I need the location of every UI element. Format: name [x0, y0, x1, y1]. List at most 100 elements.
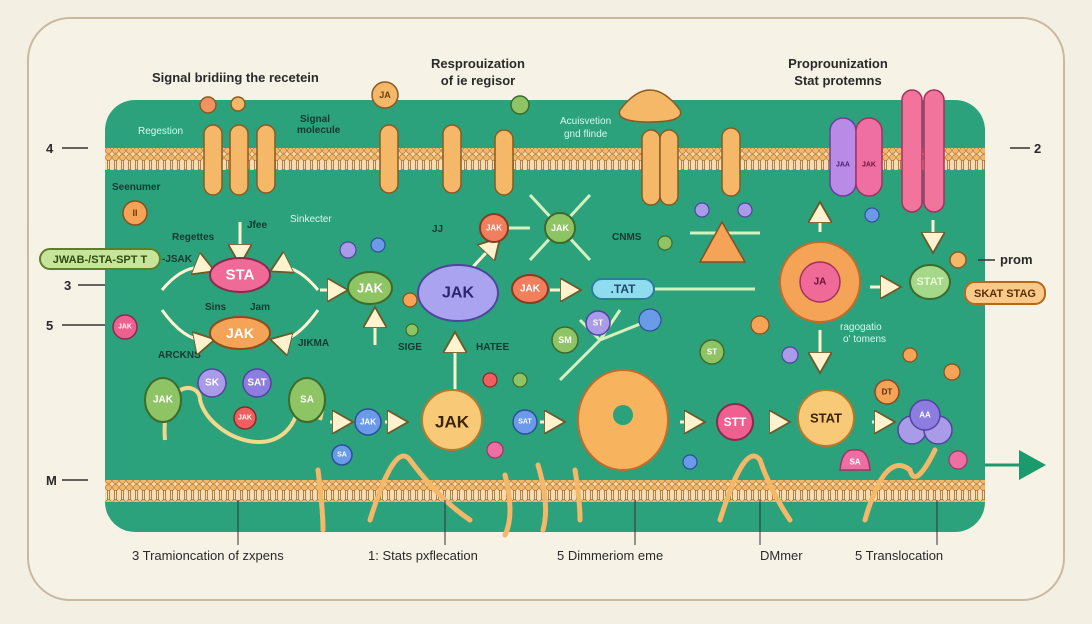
- node-label: SK: [205, 378, 220, 389]
- label-jikma: JIKMA: [298, 338, 329, 349]
- label-regestion: Regestion: [138, 126, 183, 137]
- title-proprounization-2: Stat protemns: [794, 73, 881, 88]
- node-st2: ST: [699, 339, 725, 365]
- label-jfee: Jfee: [247, 220, 267, 231]
- node-label: STAT: [916, 276, 943, 288]
- bottom-label-dmmer: DMmer: [760, 548, 803, 563]
- title-resprouization-2: of ie regisor: [441, 73, 515, 88]
- node-label: JAK: [238, 415, 252, 422]
- node-stat-green: STAT: [909, 264, 951, 300]
- node-label: II: [132, 208, 137, 218]
- marker-5: 5: [46, 318, 53, 333]
- node-jak-blue: JAK: [354, 408, 382, 436]
- node-label: STAT: [810, 411, 842, 426]
- marker-4: 4: [46, 141, 54, 156]
- node-label: AA: [919, 411, 931, 420]
- node-jak-big: JAK: [417, 264, 499, 322]
- node-jak-left: JAK: [209, 316, 271, 350]
- node-sta: STA: [209, 257, 271, 293]
- title-resprouization-1: Resprouization: [431, 56, 525, 71]
- cell-body: [105, 100, 985, 532]
- node-label: STA: [226, 267, 255, 284]
- node-sa-blue: SA: [331, 444, 353, 466]
- node-label: JAK: [435, 413, 470, 432]
- node-aa: AA: [897, 399, 953, 445]
- node-sat: SAT: [242, 368, 272, 398]
- node-label: JAK: [357, 281, 384, 296]
- node-label: SA: [300, 395, 314, 406]
- label-sinkecter: Sinkecter: [290, 214, 332, 225]
- label-arckns: ARCKNS: [158, 350, 201, 361]
- ring-hole: [613, 405, 633, 425]
- node-label: DT: [882, 388, 893, 397]
- node-sat-blue: SAT: [512, 409, 538, 435]
- node-label: ST: [593, 319, 603, 328]
- pill-jwab-sta-label: JWAB-/STA-SPT T: [53, 254, 148, 266]
- bottom-label-stats-pxflecation: 1: Stats pxflecation: [368, 548, 478, 563]
- node-jak-red: JAK: [233, 406, 257, 430]
- pathway-arrows: [160, 205, 933, 422]
- label-activation-2: gnd flinde: [564, 129, 608, 140]
- node-label: ST: [707, 348, 717, 357]
- node-jak-x: JAK: [544, 212, 576, 244]
- node-jak-green2: JAK: [144, 377, 182, 423]
- signal-molecule-icon: [230, 96, 246, 112]
- node-sm: SM: [551, 326, 579, 354]
- title-proprounization-1: Proprounization: [788, 56, 888, 71]
- receptor-pink: [855, 117, 883, 197]
- node-label: JAK: [226, 325, 254, 341]
- triangle-complex-icon: [698, 220, 747, 263]
- node-label: JAK: [520, 284, 541, 295]
- node-sk: SK: [197, 368, 227, 398]
- label-sige: SIGE: [398, 342, 422, 353]
- pill-skat-stag: [964, 281, 1046, 305]
- membrane-receptors: [203, 89, 741, 206]
- node-jak-pink: JAK: [112, 314, 138, 340]
- label-molecule: molecule: [297, 125, 341, 136]
- node-stat: STAT: [797, 389, 855, 447]
- molecule-icon: [949, 251, 967, 269]
- node-label: STT: [724, 415, 747, 429]
- marker-m: M: [46, 473, 57, 488]
- marker-3: 3: [64, 278, 71, 293]
- receptor-pink-tall: [923, 89, 945, 213]
- node-jak-small: JAK: [479, 213, 509, 243]
- node-label: SAT: [518, 419, 532, 426]
- node-label: JAK: [153, 395, 174, 406]
- ja-ligand-icon: [371, 81, 399, 109]
- node-ii: II: [122, 200, 148, 226]
- node-label: JAK: [486, 224, 502, 233]
- bottom-label-dimmeriom: 5 Dimmeriom eme: [557, 548, 663, 563]
- node-st1: ST: [585, 310, 611, 336]
- label-activation: Acuisvetion: [560, 116, 611, 127]
- ja-ligand-label: JA: [379, 90, 391, 100]
- signal-molecule-icon: [199, 96, 217, 114]
- node-label: SAT: [247, 378, 266, 389]
- node-label: JAK: [360, 418, 376, 427]
- bottom-label-translocation: 5 Translocation: [855, 548, 943, 563]
- label-cnms: CNMS: [612, 232, 642, 243]
- inner-labels: Regestion Signal molecule Acuisvetion gn…: [112, 114, 1033, 361]
- label-seenumer: Seenumer: [112, 182, 160, 193]
- ligand-green-icon: [510, 95, 530, 115]
- node-jak-yellow: JAK: [421, 389, 483, 451]
- receptor-label: JAA: [836, 162, 850, 169]
- protein-strands: [315, 447, 938, 538]
- node-label: SA: [337, 452, 347, 459]
- node-sa-pink: SA: [839, 449, 871, 471]
- label-prom: prom: [1000, 252, 1033, 267]
- node-label: JAK: [442, 285, 474, 302]
- node-tat: .TAT: [591, 278, 655, 300]
- pill-skat-stag-label: SKAT STAG: [974, 288, 1036, 300]
- label-tomens: o' tomens: [843, 334, 886, 345]
- node-stt: STT: [716, 403, 754, 441]
- side-markers: [62, 147, 1030, 481]
- label-regettes: Regettes: [172, 232, 215, 243]
- label-signal: Signal: [300, 114, 330, 125]
- node-label: .TAT: [611, 282, 637, 296]
- node-jak-orange: JAK: [511, 274, 549, 304]
- label-jam: Jam: [250, 302, 270, 313]
- node-label: JAK: [118, 324, 132, 331]
- label-sins: Sins: [205, 302, 227, 313]
